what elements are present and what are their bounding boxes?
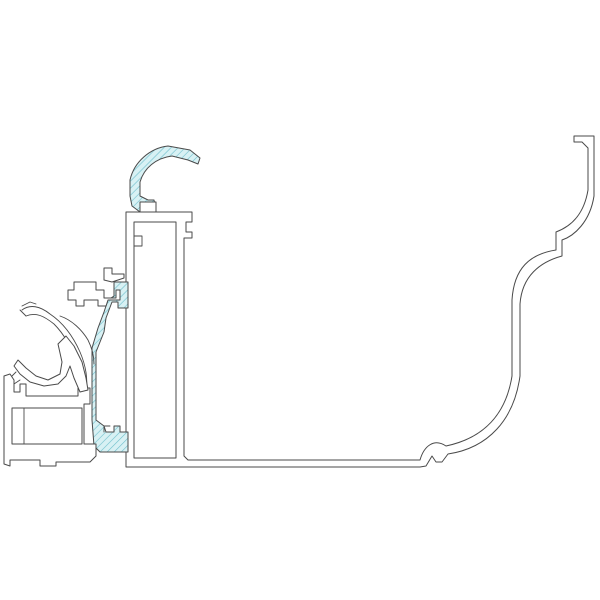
wall-chamber-rib <box>133 235 143 247</box>
glazing-bead-tab <box>11 371 21 385</box>
retainer-upper <box>103 267 125 283</box>
hatched-gasket <box>91 281 129 453</box>
top-hook-clip <box>139 201 157 213</box>
glazing-bead <box>13 335 89 393</box>
gasket-leaf-outer <box>21 306 88 391</box>
sash-line <box>59 315 95 365</box>
gutter-body <box>125 135 595 468</box>
frame-chamber <box>11 407 83 445</box>
hatched-top-hook <box>129 145 201 213</box>
base-clip <box>103 425 111 433</box>
gasket-leaf-tip <box>19 301 37 317</box>
retainer-clip <box>67 281 121 307</box>
wall-chamber <box>133 221 177 459</box>
